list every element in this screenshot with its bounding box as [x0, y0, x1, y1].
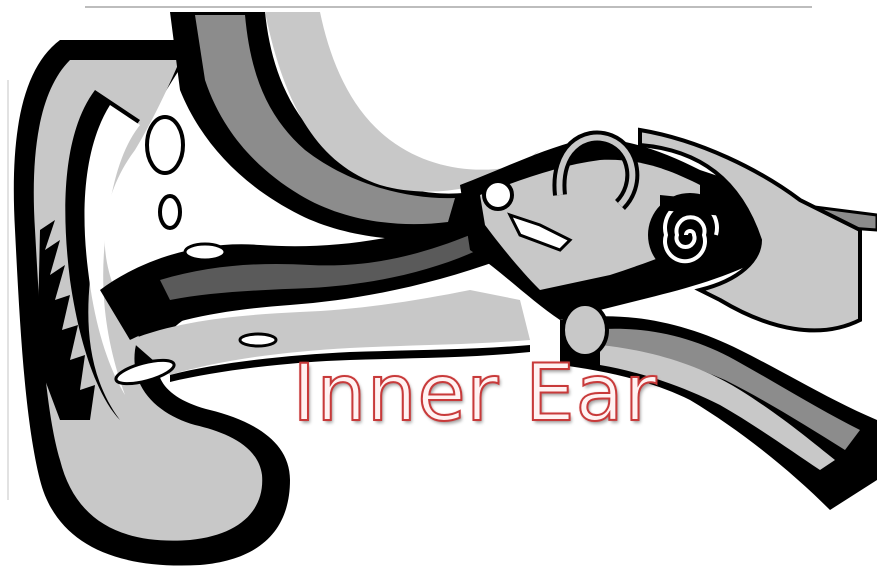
bone-oval-3 — [185, 244, 225, 260]
diagram-title: Inner Ear — [0, 355, 877, 433]
bone-oval-5 — [240, 334, 276, 346]
bone-oval-1 — [147, 117, 183, 173]
ossicle-hammer — [484, 181, 512, 209]
bone-oval-2 — [160, 196, 180, 228]
